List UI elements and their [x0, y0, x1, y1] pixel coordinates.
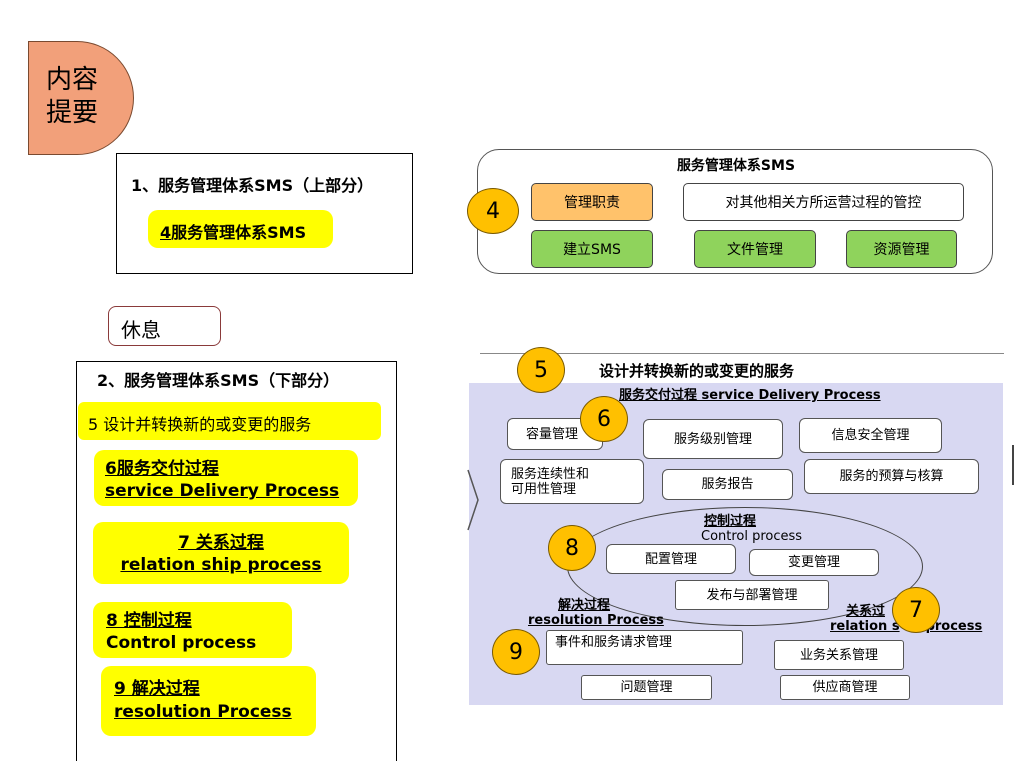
problem-box: 问题管理 — [581, 675, 712, 700]
relation-title-en-head: relation s — [830, 619, 900, 634]
badge-6-label: 6 — [597, 406, 611, 432]
sms-diagram: 服务管理体系SMS 管理职责 对其他相关方所运营过程的管控 建立SMS 文件管理… — [477, 149, 993, 274]
supplier-label: 供应商管理 — [812, 680, 878, 695]
part2-item6-en: service Delivery Process — [105, 481, 340, 501]
establish-sms-box: 建立SMS — [531, 230, 653, 268]
part2-item9-cn: 9 解决过程 — [114, 679, 200, 699]
mgmt-resp-label: 管理职责 — [564, 195, 620, 211]
relation-title-cn: 关系过 — [846, 604, 886, 619]
part2-item5[interactable]: 5 设计并转换新的或变更的服务 — [78, 402, 381, 440]
outline-tab: 内容 提要 — [28, 41, 134, 155]
establish-sms-label: 建立SMS — [563, 242, 621, 258]
doc-mgmt-box: 文件管理 — [694, 230, 816, 268]
part2-item8-en: Control process — [106, 633, 257, 653]
badge-4-label: 4 — [486, 198, 500, 224]
resource-mgmt-label: 资源管理 — [873, 242, 930, 258]
config-label: 配置管理 — [644, 551, 697, 567]
part2-item6-cn: 6服务交付过程 — [105, 459, 219, 479]
part1-item-num: 4 — [160, 223, 172, 242]
part2-item7-en: relation ship process — [120, 555, 322, 575]
badge-8: 8 — [548, 525, 596, 571]
governance-box: 对其他相关方所运营过程的管控 — [683, 183, 964, 221]
change-label: 变更管理 — [787, 555, 840, 570]
governance-label: 对其他相关方所运营过程的管控 — [725, 195, 922, 211]
budget-box: 服务的预算与核算 — [804, 459, 979, 494]
delivery-title: 服务交付过程 service Delivery Process — [619, 388, 881, 403]
right-edge-mark — [1012, 445, 1014, 485]
resource-mgmt-box: 资源管理 — [846, 230, 957, 268]
business-rel-label: 业务关系管理 — [799, 647, 878, 663]
config-box: 配置管理 — [606, 544, 736, 574]
badge-5-label: 5 — [534, 357, 548, 383]
part2-title: 2、服务管理体系SMS（下部分） — [97, 371, 340, 390]
part2-item6[interactable]: 6服务交付过程 service Delivery Process — [94, 450, 358, 506]
capacity-label: 容量管理 — [526, 426, 579, 442]
part1-title: 1、服务管理体系SMS（上部分） — [131, 176, 374, 195]
continuity-box: 服务连续性和 可用性管理 — [500, 459, 644, 504]
info-security-label: 信息安全管理 — [831, 428, 910, 443]
service-level-label: 服务级别管理 — [673, 431, 752, 447]
badge-6: 6 — [580, 396, 628, 442]
part2-item9-en: resolution Process — [114, 702, 292, 722]
mgmt-resp-box: 管理职责 — [531, 183, 653, 221]
incident-label: 事件和服务请求管理 — [555, 635, 673, 650]
badge-5: 5 — [517, 347, 565, 393]
badge-7: 7 — [892, 587, 940, 633]
relation-title-en: relation s process — [830, 620, 982, 634]
resolution-title-en: resolution Process — [528, 613, 664, 628]
part1-item-text: 服务管理体系SMS — [171, 223, 307, 242]
badge-8-label: 8 — [565, 535, 579, 561]
service-panel: 服务交付过程 service Delivery Process 容量管理 服务级… — [469, 383, 1003, 705]
info-security-box: 信息安全管理 — [799, 418, 942, 453]
resolution-title-cn: 解决过程 — [558, 598, 611, 613]
outline-tab-line2: 提要 — [46, 98, 99, 128]
part2-item8-cn: 8 控制过程 — [106, 611, 192, 631]
break-box[interactable]: 休息 — [108, 306, 221, 346]
break-label: 休息 — [121, 318, 161, 342]
badge-9: 9 — [492, 629, 540, 675]
problem-label: 问题管理 — [620, 680, 673, 695]
control-title-cn: 控制过程 — [704, 514, 757, 529]
supplier-box: 供应商管理 — [780, 675, 910, 700]
part2-box: 2、服务管理体系SMS（下部分） 5 设计并转换新的或变更的服务 6服务交付过程… — [76, 361, 397, 761]
continuity-label-2: 可用性管理 — [511, 481, 577, 497]
badge-9-label: 9 — [509, 639, 523, 665]
service-heading: 设计并转换新的或变更的服务 — [599, 362, 795, 380]
part2-item7-cn: 7 关系过程 — [178, 533, 264, 553]
change-box: 变更管理 — [749, 549, 879, 576]
release-box: 发布与部署管理 — [675, 580, 829, 610]
badge-4: 4 — [467, 188, 519, 234]
part1-box: 1、服务管理体系SMS（上部分） 4服务管理体系SMS — [116, 153, 413, 274]
capacity-box: 容量管理 — [507, 418, 603, 450]
budget-label: 服务的预算与核算 — [839, 469, 944, 484]
part2-item5-label: 5 设计并转换新的或变更的服务 — [88, 415, 312, 434]
doc-mgmt-label: 文件管理 — [727, 242, 783, 258]
sms-diagram-title: 服务管理体系SMS — [676, 158, 796, 174]
outline-tab-line1: 内容 — [46, 65, 99, 95]
relation-title-en-tail: process — [925, 619, 983, 634]
release-label: 发布与部署管理 — [706, 587, 798, 603]
part1-item-sms[interactable]: 4服务管理体系SMS — [148, 210, 333, 248]
continuity-label-1: 服务连续性和 — [511, 466, 590, 482]
reporting-label: 服务报告 — [701, 477, 754, 492]
part2-item9[interactable]: 9 解决过程 resolution Process — [101, 666, 316, 736]
reporting-box: 服务报告 — [662, 469, 793, 500]
part2-item8[interactable]: 8 控制过程 Control process — [93, 602, 292, 658]
incident-box: 事件和服务请求管理 — [546, 630, 743, 665]
top-divider-line — [480, 353, 1004, 354]
business-rel-box: 业务关系管理 — [774, 640, 904, 670]
part2-item7[interactable]: 7 关系过程 relation ship process — [93, 522, 349, 584]
control-title-en: Control process — [701, 529, 803, 544]
chevron-left-edge-icon — [467, 469, 479, 531]
service-level-box: 服务级别管理 — [643, 419, 783, 459]
badge-7-label: 7 — [909, 597, 923, 623]
